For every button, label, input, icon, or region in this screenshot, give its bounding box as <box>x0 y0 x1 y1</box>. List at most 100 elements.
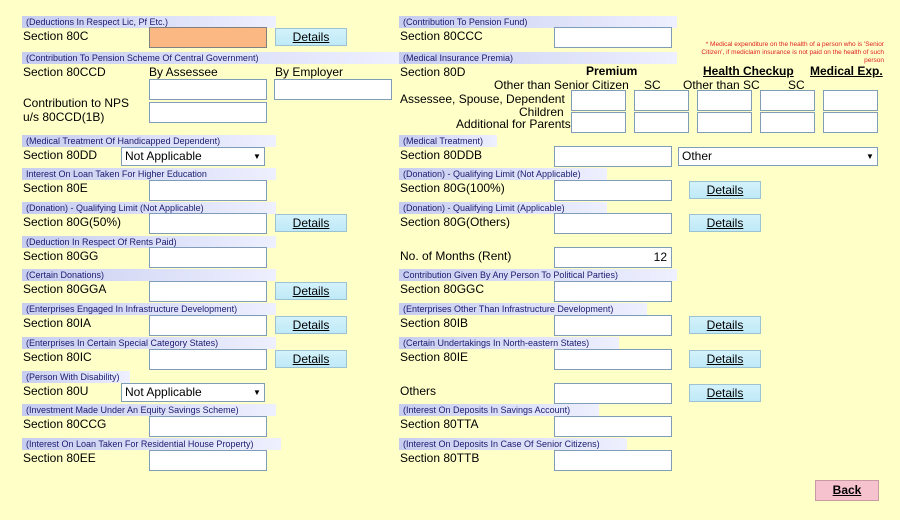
months-rent-input[interactable]: 12 <box>554 247 672 268</box>
others-input[interactable] <box>554 383 672 404</box>
header-other-than-senior: Other than Senior Citizen <box>494 78 629 92</box>
premium-parents-other-input[interactable] <box>571 112 626 133</box>
caption-80ie: (Certain Undertakings In North-eastern S… <box>399 337 619 349</box>
section-80ib-input[interactable] <box>554 315 672 336</box>
label-section-80d: Section 80D <box>400 65 466 79</box>
label-section-80ib: Section 80IB <box>400 316 469 330</box>
header-premium: Premium <box>586 64 638 78</box>
caption-80ia: (Enterprises Engaged In Infrastructure D… <box>22 303 276 315</box>
checkup-self-sc-input[interactable] <box>760 90 815 111</box>
section-80ttb-input[interactable] <box>554 450 672 471</box>
label-section-80tta: Section 80TTA <box>400 417 479 431</box>
details-button-others[interactable]: Details <box>689 384 761 402</box>
label-months-rent: No. of Months (Rent) <box>400 249 512 263</box>
details-button-80c[interactable]: Details <box>275 28 347 46</box>
label-section-80e: Section 80E <box>23 181 88 195</box>
label-section-80ttb: Section 80TTB <box>400 451 480 465</box>
section-80c-input[interactable] <box>149 27 267 48</box>
section-80gothers-input[interactable] <box>554 213 672 234</box>
caption-80ddb: (Medical Treatment) <box>399 135 497 147</box>
label-section-80g100: Section 80G(100%) <box>400 181 505 195</box>
section-80ggc-input[interactable] <box>554 281 672 302</box>
caption-80u: (Person With Disability) <box>22 371 130 383</box>
details-button-80gga[interactable]: Details <box>275 282 347 300</box>
section-80ccg-input[interactable] <box>149 416 267 437</box>
label-children: Children <box>519 105 564 119</box>
label-others: Others <box>400 384 437 398</box>
label-additional-parents: Additional for Parents <box>456 117 571 131</box>
medexp-parents-input[interactable] <box>823 112 878 133</box>
chevron-down-icon: ▼ <box>253 388 261 397</box>
label-nps-line1: Contribution to NPS <box>23 96 130 110</box>
label-nps-line2: u/s 80CCD(1B) <box>23 110 105 124</box>
section-80gg-input[interactable] <box>149 247 267 268</box>
details-button-80ie[interactable]: Details <box>689 350 761 368</box>
label-section-80dd: Section 80DD <box>23 148 98 162</box>
label-assessee-spouse: Assessee, Spouse, Dependent <box>400 92 565 106</box>
premium-parents-sc-input[interactable] <box>634 112 689 133</box>
caption-80gothers: (Donation) - Qualifying Limit (Applicabl… <box>399 202 607 214</box>
nps-80ccd1b-input[interactable] <box>149 102 267 123</box>
label-section-80g50: Section 80G(50%) <box>23 215 122 229</box>
details-button-80ic[interactable]: Details <box>275 350 347 368</box>
section-80dd-select[interactable]: Not Applicable▼ <box>121 147 265 166</box>
label-section-80gothers: Section 80G(Others) <box>400 215 511 229</box>
section-80g50-input[interactable] <box>149 213 267 234</box>
label-by-assessee: By Assessee <box>149 65 218 79</box>
section-80ddb-select[interactable]: Other▼ <box>678 147 878 166</box>
section-80ddb-input[interactable] <box>554 146 672 167</box>
label-section-80ccd: Section 80CCD <box>23 65 106 79</box>
details-button-80ib[interactable]: Details <box>689 316 761 334</box>
section-80ccd-employer-input[interactable] <box>274 79 392 100</box>
header-other-than-sc: Other than SC <box>683 78 760 92</box>
section-80ie-input[interactable] <box>554 349 672 370</box>
header-sc-premium: SC <box>644 78 661 92</box>
details-button-80g50[interactable]: Details <box>275 214 347 232</box>
details-button-80gothers[interactable]: Details <box>689 214 761 232</box>
section-80tta-input[interactable] <box>554 416 672 437</box>
caption-80dd: (Medical Treatment Of Handicapped Depend… <box>22 135 276 147</box>
caption-80ccd: (Contribution To Pension Scheme Of Centr… <box>22 52 400 64</box>
section-80g100-input[interactable] <box>554 180 672 201</box>
caption-80ggc: Contribution Given By Any Person To Poli… <box>399 269 677 281</box>
caption-80ee: (Interest On Loan Taken For Residential … <box>22 438 281 450</box>
section-80e-input[interactable] <box>149 180 267 201</box>
section-80gga-input[interactable] <box>149 281 267 302</box>
label-section-80ee: Section 80EE <box>23 451 96 465</box>
label-section-80ia: Section 80IA <box>23 316 92 330</box>
checkup-parents-sc-input[interactable] <box>760 112 815 133</box>
label-section-80ie: Section 80IE <box>400 350 469 364</box>
header-medical-exp: Medical Exp. <box>810 64 883 78</box>
caption-80tta: (Interest On Deposits In Savings Account… <box>399 404 599 416</box>
caption-80c: (Deductions In Respect Lic, Pf Etc.) <box>22 16 276 28</box>
checkup-self-other-input[interactable] <box>697 90 752 111</box>
chevron-down-icon: ▼ <box>866 152 874 161</box>
label-section-80gg: Section 80GG <box>23 249 99 263</box>
label-section-80gga: Section 80GGA <box>23 282 107 296</box>
section-80ic-input[interactable] <box>149 349 267 370</box>
caption-80gga: (Certain Donations) <box>22 269 276 281</box>
premium-self-sc-input[interactable] <box>634 90 689 111</box>
label-section-80ccg: Section 80CCG <box>23 417 107 431</box>
section-80ee-input[interactable] <box>149 450 267 471</box>
chevron-down-icon: ▼ <box>253 152 261 161</box>
back-button[interactable]: Back <box>815 480 879 501</box>
label-section-80ccc: Section 80CCC <box>400 29 483 43</box>
senior-citizen-note: * Medical expenditure on the health of a… <box>701 41 884 64</box>
details-button-80g100[interactable]: Details <box>689 181 761 199</box>
caption-80ic: (Enterprises In Certain Special Category… <box>22 337 276 349</box>
label-section-80ggc: Section 80GGC <box>400 282 485 296</box>
premium-self-other-input[interactable] <box>571 90 626 111</box>
label-section-80ic: Section 80IC <box>23 350 92 364</box>
section-80ccc-input[interactable] <box>554 27 672 48</box>
caption-80g50: (Donation) - Qualifying Limit (Not Appli… <box>22 202 276 214</box>
checkup-parents-other-input[interactable] <box>697 112 752 133</box>
label-section-80u: Section 80U <box>23 384 89 398</box>
details-button-80ia[interactable]: Details <box>275 316 347 334</box>
section-80ia-input[interactable] <box>149 315 267 336</box>
caption-80g100: (Donation) - Qualifying Limit (Not Appli… <box>399 168 607 180</box>
label-section-80c: Section 80C <box>23 29 89 43</box>
section-80ccd-assessee-input[interactable] <box>149 79 267 100</box>
section-80u-select[interactable]: Not Applicable▼ <box>121 383 265 402</box>
medexp-self-input[interactable] <box>823 90 878 111</box>
